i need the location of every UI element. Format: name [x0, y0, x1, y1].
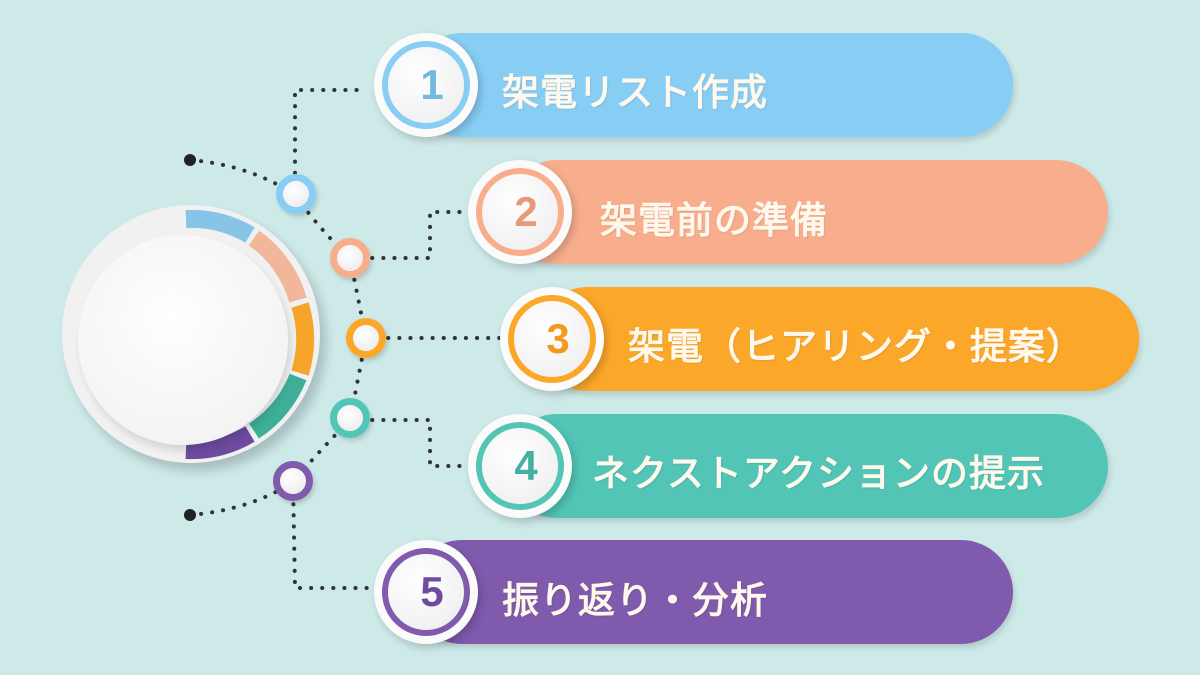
center-disc-face	[78, 235, 288, 445]
step-2-number: 2	[514, 188, 538, 235]
step-3-number: 3	[546, 315, 570, 362]
node-step-3	[346, 318, 386, 358]
node-step-1	[276, 174, 316, 214]
step-5-badge: 5	[374, 540, 478, 644]
center-disc	[62, 205, 320, 463]
center-disc-segments	[185, 209, 315, 460]
step-3-badge: 3	[500, 287, 604, 391]
step-2-label: 架電前の準備	[600, 199, 828, 242]
step-2-badge: 2	[468, 160, 572, 264]
node-step-2	[330, 238, 370, 278]
step-4-badge: 4	[468, 414, 572, 518]
step-1-badge: 1	[374, 33, 478, 137]
step-5-number: 5	[420, 568, 444, 615]
step-4-number: 4	[514, 442, 538, 489]
step-1-bar	[410, 33, 1013, 137]
step-3-label: 架電（ヒアリング・提案）	[628, 325, 1084, 368]
step-5-label: 振り返り・分析	[502, 579, 768, 622]
step-1-number: 1	[420, 61, 444, 108]
step-1-label: 架電リスト作成	[502, 71, 768, 114]
step-4-label: ネクストアクションの提示	[592, 452, 1046, 495]
node-step-4	[330, 398, 370, 438]
step-2-bar	[505, 160, 1108, 264]
step-4-bar	[505, 414, 1108, 518]
step-5-bar	[410, 540, 1013, 644]
step-3-bar	[536, 287, 1139, 391]
node-step-5	[273, 461, 313, 501]
